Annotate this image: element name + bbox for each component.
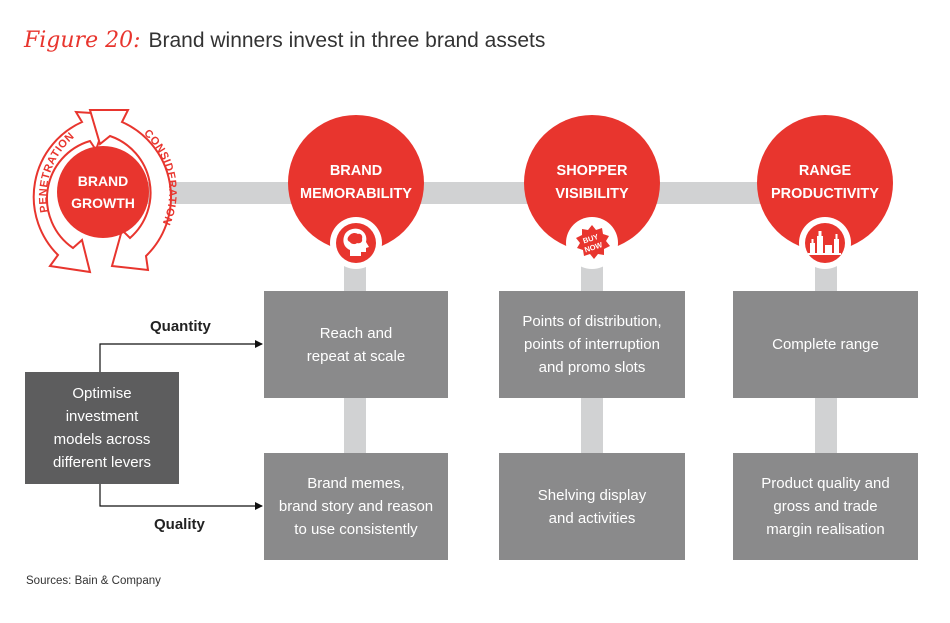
memorability-bottom-box: Brand memes, brand story and reason to u… xyxy=(264,453,448,560)
visibility-bottom-box: Shelving display and activities xyxy=(499,453,685,560)
memorability-top-box: Reach and repeat at scale xyxy=(264,291,448,398)
figure-title: Figure 20: Brand winners invest in three … xyxy=(24,28,545,53)
source-note: Sources: Bain & Company xyxy=(26,575,161,587)
quality-arrow xyxy=(99,484,263,510)
productivity-top-box: Complete range xyxy=(733,291,918,398)
visibility-top-box: Points of distribution, points of interr… xyxy=(499,291,685,398)
figure-title-text: Brand winners invest in three brand asse… xyxy=(148,29,546,52)
brand-growth-label: BRAND GROWTH xyxy=(71,173,135,211)
buy-now-badge-icon: BUY NOW xyxy=(576,225,610,259)
memorability-circle xyxy=(288,115,424,251)
brand-growth-circle xyxy=(57,146,149,238)
productivity-bottom-box: Product quality and gross and trade marg… xyxy=(733,453,918,560)
quality-label: Quality xyxy=(154,516,205,533)
figure-label: Figure 20: xyxy=(24,28,141,53)
visibility-label: SHOPPER VISIBILITY xyxy=(555,163,629,202)
horizontal-connector xyxy=(90,182,860,204)
visibility-circle xyxy=(524,115,660,251)
product-bottles-icon xyxy=(808,231,841,255)
productivity-circle xyxy=(757,115,893,251)
optimise-investment-box: Optimise investment models across differ… xyxy=(25,372,179,484)
quantity-arrow xyxy=(99,340,263,372)
memorability-label: BRAND MEMORABILITY xyxy=(300,163,412,202)
productivity-label: RANGE PRODUCTIVITY xyxy=(771,163,879,202)
head-brain-icon xyxy=(343,228,369,256)
quantity-label: Quantity xyxy=(150,318,211,335)
